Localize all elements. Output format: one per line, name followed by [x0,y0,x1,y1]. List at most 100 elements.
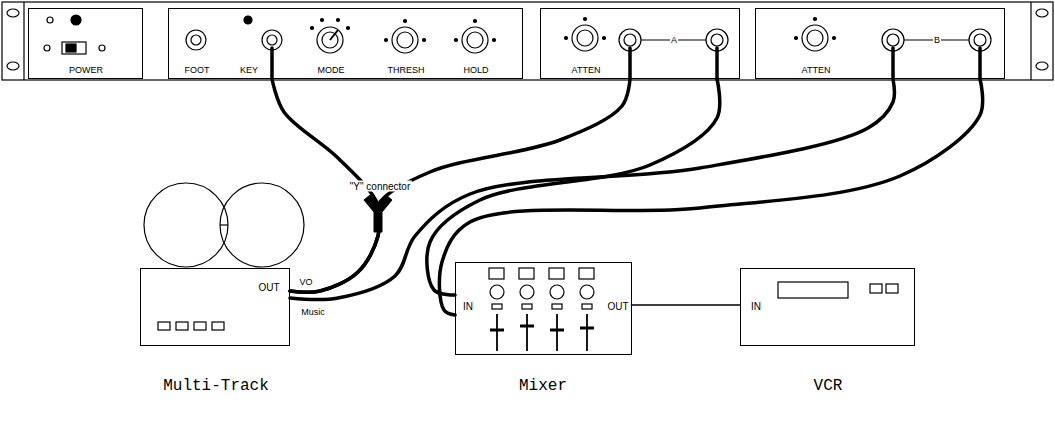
mixer-knob [520,285,534,299]
panel-label: IN [462,301,474,312]
rack-hole [7,9,19,17]
fader-cap [580,327,594,330]
tape-path [220,224,228,225]
vcr-meter [886,284,898,293]
rack-ear [23,2,24,80]
tick [347,27,350,30]
hold-knob [462,27,488,53]
tick [474,20,477,23]
panel-label: B [933,36,941,46]
level-meter [176,322,188,330]
mixer-meter [519,268,534,279]
mixer-knob [580,285,594,299]
output-jack [974,34,986,46]
panel-label: OUT [257,282,280,293]
tape-reel [220,183,304,267]
panel-label: THRESH [386,66,425,76]
mixer: MixerINOUT [455,262,632,355]
key-jack [267,35,277,45]
thresh-knob [397,32,413,48]
rack-hole [1036,9,1048,17]
mixer-meter [579,268,594,279]
thresh-knob [392,27,418,53]
panel-label: KEY [239,66,259,76]
device-name: Mixer [519,378,567,396]
cable-plug [891,48,895,78]
mixer-button [522,304,532,309]
level-meter [194,322,206,330]
panel-label: Music [300,308,326,318]
mixer-button [492,304,502,309]
atten-section: ATTENB [755,8,1005,79]
mixer-meter [489,268,504,279]
fader [556,314,558,351]
fader [526,314,528,351]
panel-label: IN [750,301,762,312]
panel-label: A [670,36,678,46]
level-meter [212,322,224,330]
tick [321,19,324,22]
tick [603,37,606,40]
cable-plug [715,48,719,78]
tape-reel [144,183,228,267]
vcr-meter [870,284,882,293]
screw [99,45,105,51]
rack-panel [2,2,1053,80]
tick [795,37,798,40]
fader-cap [490,329,504,332]
fader-cap [520,325,534,328]
device-name: VCR [814,378,843,396]
input-jack [624,34,636,46]
tick [493,39,496,42]
power-led [71,15,81,25]
panel-label: MODE [317,66,346,76]
tick [584,18,587,21]
level-meter [158,322,170,330]
rack-ear [1030,2,1031,80]
key-led [244,16,252,24]
device-name: Multi-Track [163,378,269,396]
tick [423,39,426,42]
cable-plug [628,48,632,78]
power-switch [62,42,86,54]
mixer-meter [549,268,564,279]
tick [385,39,388,42]
atten-section: ATTENA [540,8,740,79]
mixer-knob [550,285,564,299]
foot-jack [186,30,206,50]
screw [44,45,50,51]
cable [290,79,894,299]
tick [404,20,407,23]
connector-label: "Y" connector [348,181,412,192]
y-connector [364,195,392,232]
mode-pointer [330,30,338,40]
rack-hole [7,62,19,70]
atten-knob [802,25,828,51]
cable [290,79,630,292]
cable-plug [978,48,982,78]
tick [455,39,458,42]
cable [632,304,740,306]
control-section: FOOT KEY MODE THRESH HOLD [168,8,523,79]
panel-label: POWER [68,66,104,76]
tick [337,19,340,22]
atten-knob [572,25,598,51]
panel-label: FOOT [184,66,211,76]
atten-knob [577,30,593,46]
input-jack [887,34,899,46]
tick [814,18,817,21]
indicator [47,17,53,23]
foot-jack [191,35,201,45]
output-jack [711,34,723,46]
fader-cap [550,329,564,332]
cable-plug [270,48,274,78]
mixer-button [582,304,592,309]
panel-label: HOLD [462,66,489,76]
tick [565,37,568,40]
cable [439,79,982,315]
fader [586,314,588,351]
tick [833,37,836,40]
tick [311,27,314,30]
power-section: POWER [28,8,143,79]
